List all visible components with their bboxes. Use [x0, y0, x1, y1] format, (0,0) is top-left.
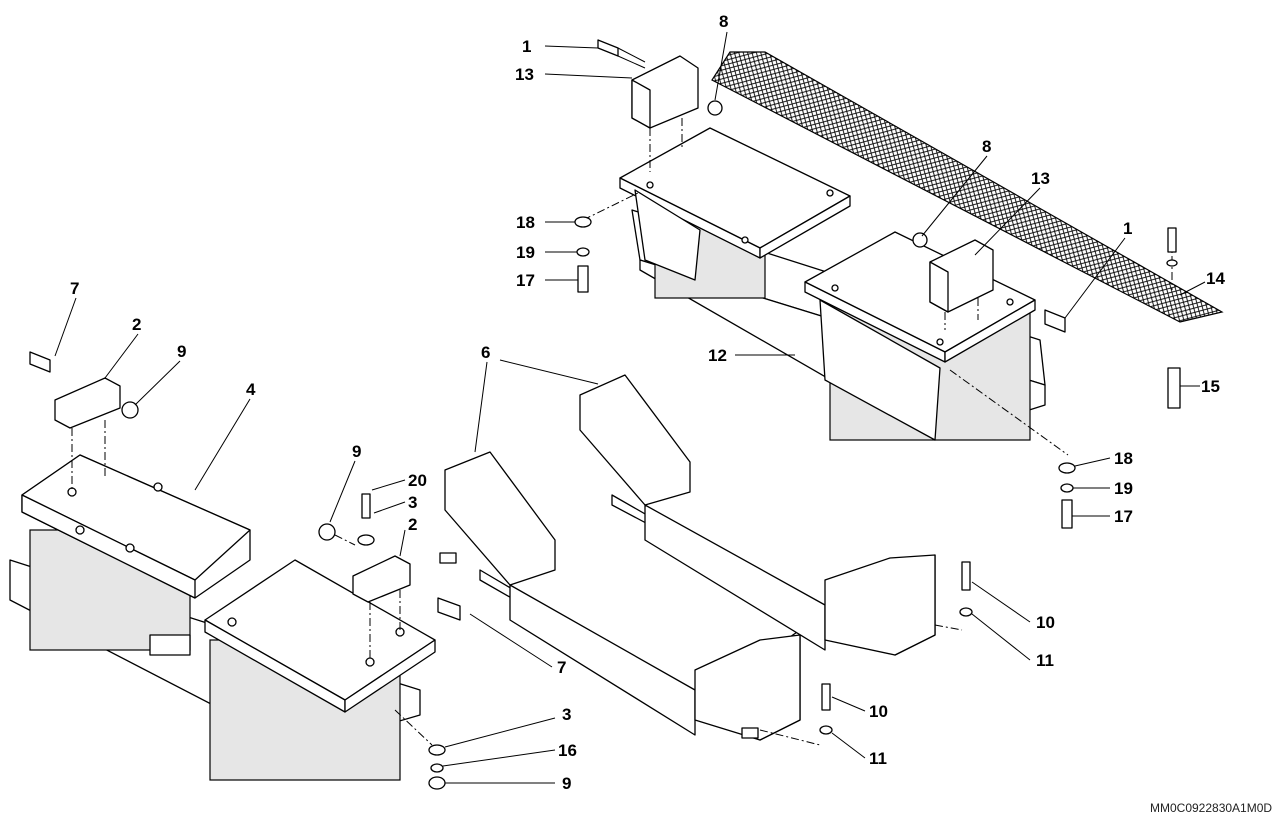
callout-17: 17: [1114, 507, 1133, 526]
callout-2: 2: [408, 515, 417, 534]
callout-2: 2: [132, 315, 141, 334]
callout-18: 18: [516, 213, 535, 232]
callout-8: 8: [982, 137, 991, 156]
callout-10: 10: [1036, 613, 1055, 632]
callout-10: 10: [869, 702, 888, 721]
callout-11: 11: [869, 749, 887, 768]
callout-11: 11: [1036, 651, 1054, 670]
top-support-frame: [619, 127, 1046, 441]
callout-14: 14: [1206, 269, 1225, 288]
figure-code: MM0C0922830A1M0D: [1150, 801, 1272, 815]
callout-18: 18: [1114, 449, 1133, 468]
callout-13: 13: [515, 65, 534, 84]
callout-9: 9: [352, 442, 361, 461]
callout-7: 7: [70, 279, 79, 298]
rail-supports: [439, 374, 973, 746]
leader-lines: [54, 31, 1206, 784]
callout-7: 7: [557, 658, 566, 677]
callout-17: 17: [516, 271, 535, 290]
callout-8: 8: [719, 12, 728, 31]
callout-16: 16: [558, 741, 577, 760]
callout-3: 3: [408, 493, 417, 512]
callout-3: 3: [562, 705, 571, 724]
callout-1: 1: [1123, 219, 1132, 238]
callout-9: 9: [177, 342, 186, 361]
callout-19: 19: [516, 243, 535, 262]
callout-6: 6: [481, 343, 490, 362]
callout-20: 20: [408, 471, 427, 490]
callout-labels: 1 8 13 8 13 1 14 15 18 19 17 12 18 19 17…: [70, 12, 1272, 815]
callout-4: 4: [246, 380, 256, 399]
callout-19: 19: [1114, 479, 1133, 498]
callout-15: 15: [1201, 377, 1220, 396]
callout-12: 12: [708, 346, 727, 365]
callout-1: 1: [522, 37, 531, 56]
callout-9: 9: [562, 774, 571, 793]
mesh-walkway-plate: [711, 51, 1224, 323]
left-support-frame: [9, 351, 461, 790]
callout-13: 13: [1031, 169, 1050, 188]
top-clamp-blocks: [574, 39, 1181, 529]
